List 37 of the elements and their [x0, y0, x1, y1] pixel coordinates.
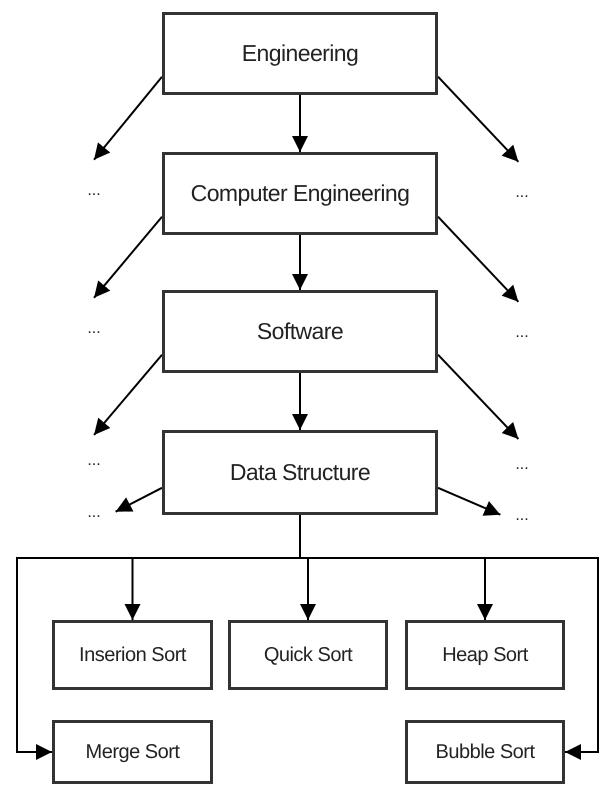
- ellipsis-text: ...: [87, 181, 101, 201]
- box-label: Computer Engineering: [190, 179, 410, 208]
- process-box: [405, 720, 565, 784]
- process-box: [162, 290, 438, 373]
- arrow: [115, 486, 162, 513]
- arrow: [438, 486, 501, 516]
- box-label: Heap Sort: [442, 643, 528, 668]
- process-box: [162, 430, 438, 515]
- ellipsis-text: ...: [515, 323, 529, 343]
- process-box: [228, 620, 388, 690]
- arrow: [93, 354, 163, 436]
- process-box: [52, 720, 213, 784]
- ellipsis-text: ...: [87, 451, 101, 471]
- ellipsis-text: ...: [515, 506, 529, 526]
- box-label: Merge Sort: [86, 740, 180, 765]
- box-label: Engineering: [242, 39, 358, 68]
- ellipsis-text: ...: [87, 319, 101, 339]
- ellipsis-text: ...: [515, 183, 529, 203]
- process-box: [405, 620, 565, 690]
- process-box: [162, 12, 438, 95]
- arrow: [437, 354, 520, 440]
- ellipsis-text: ...: [87, 503, 101, 523]
- box-label: Bubble Sort: [435, 740, 534, 765]
- box-label: Inserion Sort: [79, 643, 186, 668]
- box-label: Software: [256, 317, 344, 346]
- arrow: [437, 216, 520, 302]
- arrow: [437, 76, 520, 162]
- arrow: [93, 216, 163, 298]
- arrow: [292, 373, 308, 430]
- process-box: [162, 152, 438, 235]
- ellipsis-text: ...: [515, 455, 529, 475]
- arrow: [292, 95, 308, 152]
- box-label: Data Structure: [230, 458, 370, 488]
- process-box: [52, 620, 213, 690]
- box-label: Quick Sort: [264, 643, 352, 668]
- arrow: [93, 76, 163, 160]
- arrow: [292, 235, 308, 290]
